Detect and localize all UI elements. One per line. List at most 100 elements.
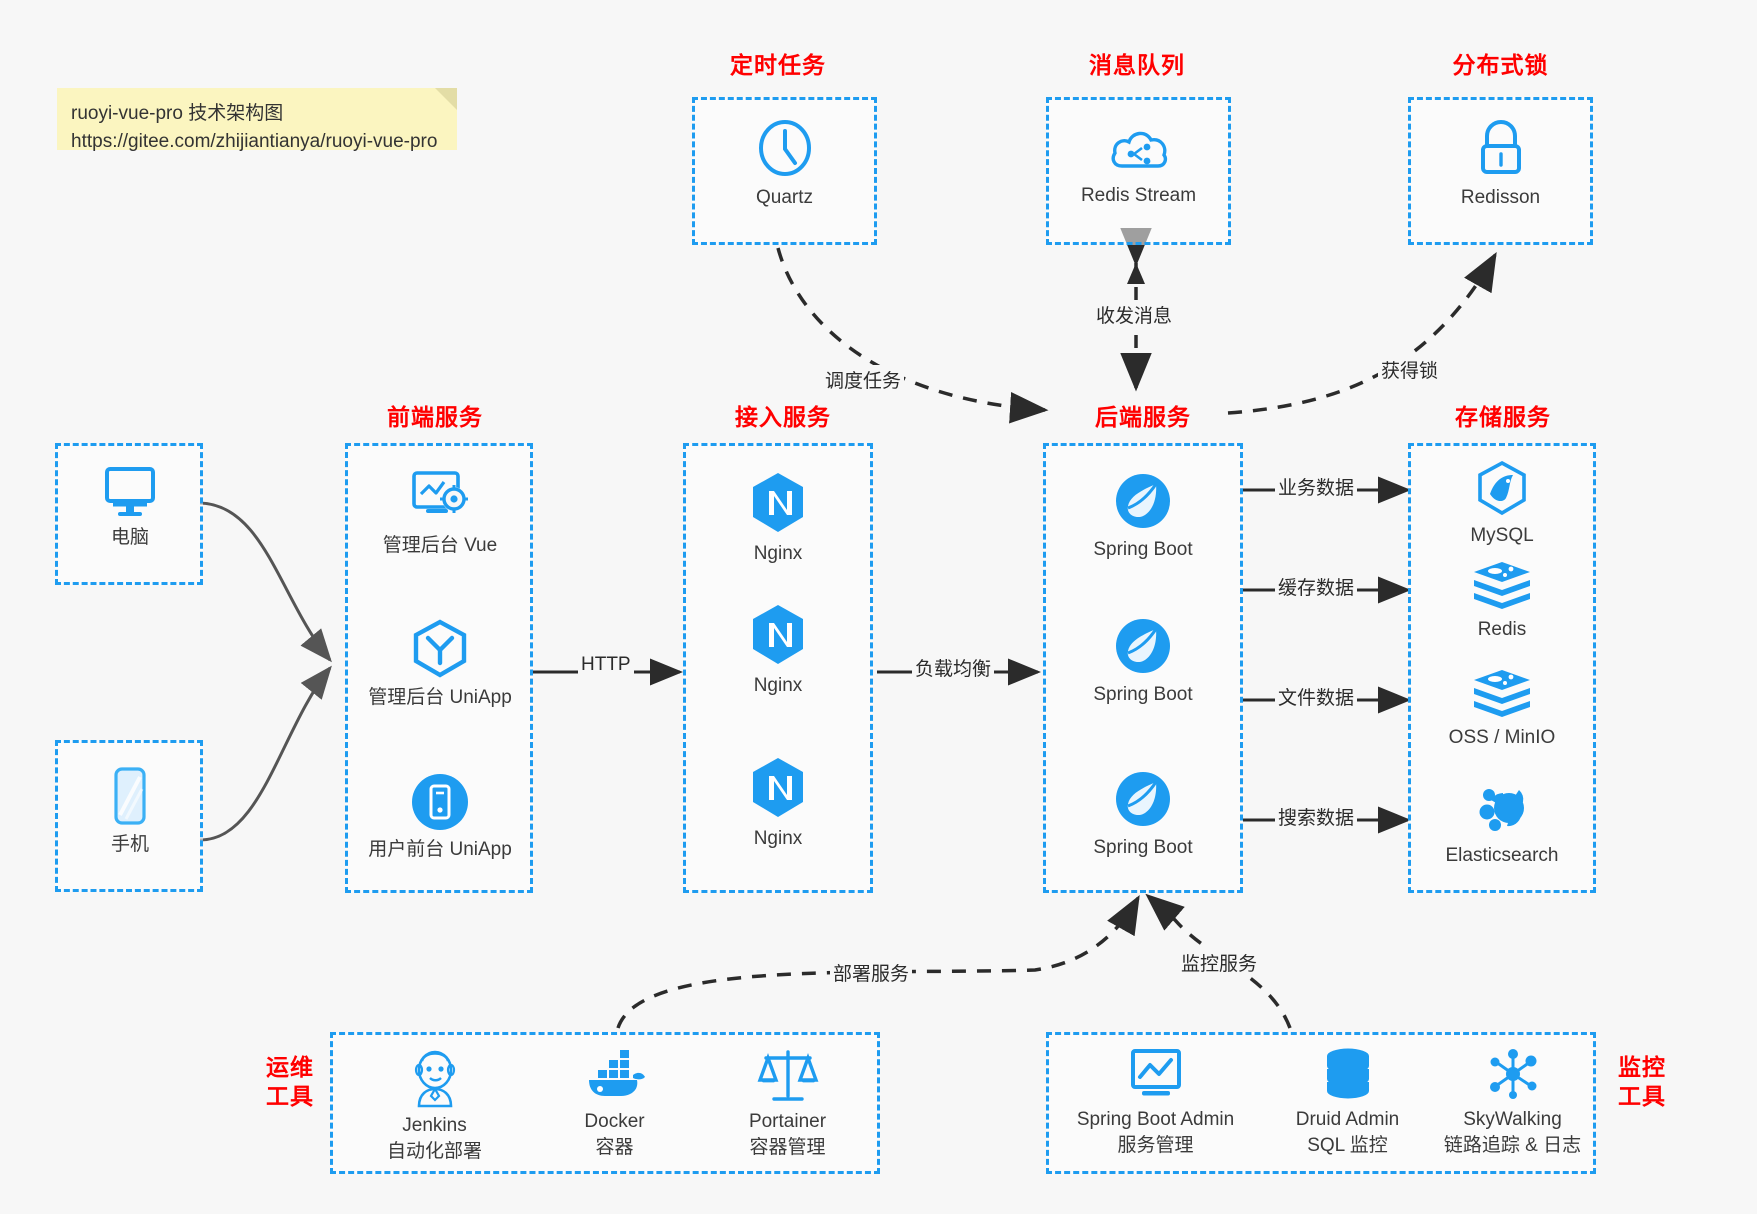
node-label: Druid Admin [1295,1109,1400,1130]
node-label: Jenkins [402,1115,467,1136]
nginx-icon [753,473,803,532]
sticky-note: ruoyi-vue-pro 技术架构图 https://gitee.com/zh… [57,88,457,152]
note-line-1: ruoyi-vue-pro 技术架构图 [71,103,284,124]
edge-label-schedule-task: 调度任务 [822,365,905,394]
node-label: Nginx [753,675,803,696]
node-redisson[interactable]: Redisson [1423,118,1578,211]
node-label: Quartz [755,187,814,208]
nginx-icon [753,605,803,664]
node-nginx-3[interactable]: Nginx [690,755,866,852]
node-label: Redisson [1460,187,1541,208]
node-user-uniapp[interactable]: 用户前台 UniApp [350,772,530,863]
group-title-monitor: 监控 工具 [1610,1053,1674,1111]
node-label: SkyWalking [1463,1109,1562,1130]
node-mysql[interactable]: MySQL [1413,460,1591,549]
spring-boot-icon [1116,474,1170,528]
desktop-icon [105,467,155,516]
node-label: 电脑 [110,527,149,548]
portainer-scale-icon [757,1050,818,1101]
node-label: Redis Stream [1080,185,1197,206]
mobile-circle-icon [412,774,468,830]
node-label: Spring Boot [1093,539,1193,560]
database-icon [1326,1048,1369,1099]
group-title-gateway: 接入服务 [735,404,831,430]
elasticsearch-icon [1479,789,1524,831]
node-label: 管理后台 Vue [382,535,498,556]
edge-label-file-data: 文件数据 [1275,682,1358,711]
node-label: Spring Boot [1093,684,1193,705]
node-label: Redis [1477,619,1527,640]
node-mobile[interactable]: 手机 [75,765,185,858]
node-druid-admin[interactable]: Druid Admin SQL 监控 [1260,1046,1435,1158]
group-title-backend: 后端服务 [1095,404,1191,430]
node-label: Nginx [753,828,803,849]
group-title-frontend: 前端服务 [387,404,483,430]
spring-boot-icon [1116,772,1170,826]
edge-label-monitor-service: 监控服务 [1178,948,1261,977]
node-elasticsearch[interactable]: Elasticsearch [1413,780,1591,869]
node-label: Docker [584,1111,645,1132]
node-label: 用户前台 UniApp [368,839,512,860]
edge-label-deploy-service: 部署服务 [830,958,913,987]
nginx-icon [753,758,803,817]
group-title-scheduler: 定时任务 [730,52,826,78]
node-label: Nginx [753,543,803,564]
spring-boot-icon [1116,619,1170,673]
group-title-monitor-line2: 工具 [1618,1082,1666,1109]
node-sublabel: 自动化部署 [386,1140,482,1162]
node-oss-minio[interactable]: OSS / MinIO [1413,668,1591,751]
clock-icon [758,120,811,176]
node-jenkins[interactable]: Jenkins 自动化部署 [347,1046,522,1164]
node-spring-boot-2[interactable]: Spring Boot [1048,615,1238,708]
node-spring-boot-3[interactable]: Spring Boot [1048,768,1238,861]
node-label: 管理后台 UniApp [368,687,512,708]
skywalking-icon [1489,1049,1536,1099]
edge-label-search-data: 搜索数据 [1275,802,1358,831]
node-admin-vue[interactable]: 管理后台 Vue [350,468,530,559]
group-title-devops: 运维 工具 [258,1053,322,1111]
node-admin-uniapp[interactable]: 管理后台 UniApp [350,618,530,711]
node-label: 手机 [110,834,149,855]
node-spring-boot-admin[interactable]: Spring Boot Admin 服务管理 [1058,1046,1253,1158]
node-portainer[interactable]: Portainer 容器管理 [700,1046,875,1160]
edge-label-acquire-lock: 获得锁 [1378,355,1442,384]
edge-label-http: HTTP [578,653,634,677]
group-title-lock: 分布式锁 [1452,52,1549,78]
group-title-mq: 消息队列 [1089,52,1185,78]
group-title-devops-line1: 运维 [266,1054,314,1080]
group-box-mq [1046,97,1231,245]
node-sublabel: SQL 监控 [1307,1134,1388,1156]
node-skywalking[interactable]: SkyWalking 链路追踪 & 日志 [1420,1046,1605,1158]
node-spring-boot-1[interactable]: Spring Boot [1048,470,1238,563]
node-sublabel: 服务管理 [1117,1134,1194,1156]
jenkins-icon [414,1050,455,1108]
node-docker[interactable]: Docker 容器 [527,1046,702,1160]
mobile-icon [114,767,146,825]
node-redis-stream[interactable]: Redis Stream [1061,122,1216,209]
node-label: Spring Boot Admin [1076,1109,1235,1130]
lock-icon [1480,120,1521,174]
oss-minio-icon [1474,670,1530,717]
group-title-monitor-line1: 监控 [1618,1054,1666,1080]
edge-label-load-balance: 负载均衡 [912,653,995,682]
edge-label-business-data: 业务数据 [1275,472,1358,501]
node-label: Spring Boot [1093,837,1193,858]
node-redis[interactable]: Redis [1413,560,1591,643]
node-sublabel: 容器 [595,1136,634,1158]
node-label: MySQL [1470,525,1534,546]
monitor-chart-icon [1130,1049,1181,1096]
edge-label-cache-data: 缓存数据 [1275,572,1358,601]
node-nginx-1[interactable]: Nginx [690,470,866,567]
node-quartz[interactable]: Quartz [707,118,862,211]
node-nginx-2[interactable]: Nginx [690,602,866,699]
node-sublabel: 容器管理 [749,1136,826,1158]
node-desktop[interactable]: 电脑 [75,462,185,551]
edge-label-mq-send-receive: 收发消息 [1093,300,1176,329]
group-title-devops-line2: 工具 [266,1082,314,1109]
node-sublabel: 链路追踪 & 日志 [1443,1134,1582,1156]
node-label: OSS / MinIO [1448,727,1556,748]
mysql-icon [1478,460,1526,516]
group-box-monitor [1046,1032,1596,1174]
docker-icon [588,1050,645,1096]
